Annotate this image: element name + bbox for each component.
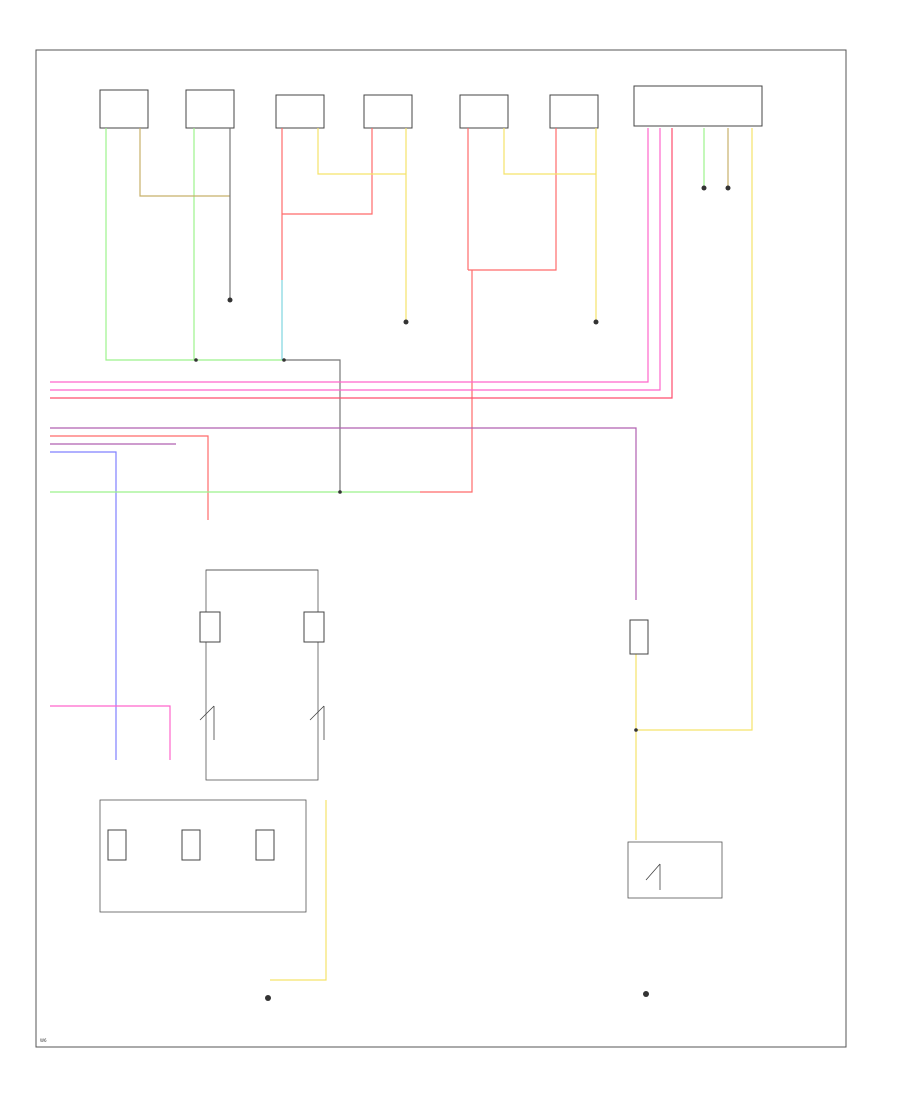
wire-red-4	[468, 128, 557, 271]
junction-4	[634, 728, 638, 732]
diagram-frame	[35, 49, 847, 1048]
connector-5	[459, 94, 509, 129]
ground-4	[701, 185, 707, 191]
junction-1	[194, 358, 198, 362]
ground-6	[265, 995, 271, 1001]
ground-5	[725, 185, 731, 191]
lamp-1	[199, 611, 221, 643]
wire-pink-1	[50, 128, 649, 383]
control-module	[633, 85, 763, 127]
module-block-left	[99, 569, 325, 913]
module-enclosure	[205, 569, 319, 781]
junction-2	[282, 358, 286, 362]
wire-red-6	[50, 128, 673, 399]
switch-3	[645, 863, 661, 890]
lamp-left-c	[255, 829, 275, 861]
wire-red-5	[420, 270, 473, 493]
switch-1	[199, 705, 215, 740]
connector-1	[99, 89, 149, 129]
wire-pink-3	[50, 705, 171, 760]
connector-3	[275, 94, 325, 129]
wire-yellow-3	[503, 128, 596, 175]
lamp-right	[629, 619, 649, 655]
wire-yellow-1	[317, 128, 406, 175]
wire-violet-1	[50, 427, 637, 600]
wire-tan-1	[139, 128, 230, 197]
wire-red-2	[282, 128, 373, 215]
wire-green-1	[105, 128, 196, 361]
switch-box-right	[627, 841, 723, 899]
junctions	[194, 358, 638, 732]
connector-4	[363, 94, 413, 129]
wire-yellow-5	[636, 128, 753, 731]
wire-red-7	[50, 435, 209, 520]
ground-7	[643, 991, 649, 997]
ground-2	[403, 319, 409, 325]
wires	[50, 128, 753, 981]
module-block-right	[627, 619, 723, 899]
top-connectors	[99, 85, 763, 129]
connector-2	[185, 89, 235, 129]
wire-pink-2	[50, 128, 661, 391]
ground-1	[227, 297, 233, 303]
junction-3	[338, 490, 342, 494]
lamp-left-b	[181, 829, 201, 861]
lamp-2	[303, 611, 325, 643]
wire-blue-1	[50, 451, 117, 760]
grounds	[227, 185, 731, 1001]
wire-gray-2	[284, 359, 341, 492]
switch-2	[309, 705, 325, 740]
wire-green-2	[193, 128, 284, 361]
connector-6	[549, 94, 599, 129]
lamp-left-a	[107, 829, 127, 861]
wire-yellow-6	[270, 800, 327, 981]
lamp-bank-enclosure	[99, 799, 307, 913]
ground-3	[593, 319, 599, 325]
page-code: W6	[40, 1038, 47, 1043]
